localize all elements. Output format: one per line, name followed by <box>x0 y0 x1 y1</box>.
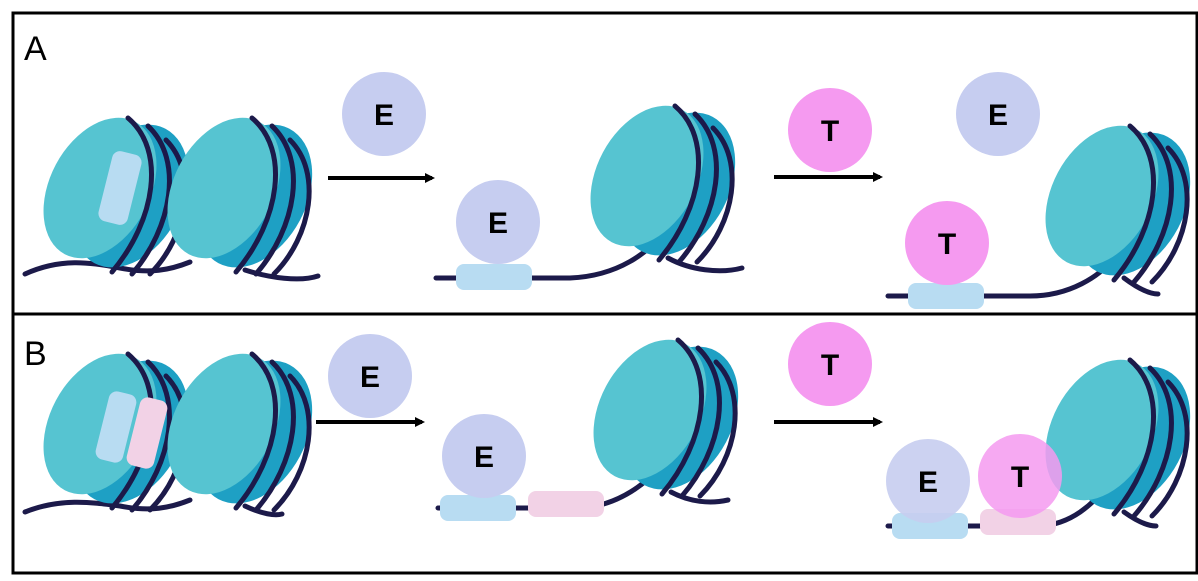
dna-tail <box>242 503 285 518</box>
dna-tail <box>665 255 745 274</box>
figure-border <box>11 11 1198 575</box>
linker-dna <box>22 497 193 515</box>
t-factor-label: T <box>1011 461 1029 494</box>
e-binding-site <box>440 495 516 521</box>
t-factor <box>788 88 872 172</box>
dna-tail <box>242 267 321 282</box>
nucleosome-pair-a <box>21 98 336 287</box>
t-factor <box>978 434 1062 518</box>
e-factor-label: E <box>360 361 380 394</box>
t-factor <box>788 322 872 406</box>
e-factor-label: E <box>488 207 508 240</box>
e-factor <box>328 334 412 418</box>
e-factor <box>342 72 426 156</box>
t-binding-site <box>980 509 1056 535</box>
e-factor <box>442 414 526 498</box>
dna-tail <box>668 489 731 505</box>
t-binding-site <box>528 491 604 517</box>
e-factor <box>456 180 540 264</box>
e-factor-label: E <box>474 441 494 474</box>
nucleosome <box>571 320 762 509</box>
t-binding-site <box>126 397 168 469</box>
dna-tail <box>1121 275 1161 297</box>
nucleosome-pair-b <box>21 334 336 523</box>
step-t-binding-a: T <box>774 88 883 182</box>
e-binding-site <box>95 391 137 463</box>
e-bound-state-a: E <box>433 86 759 290</box>
e-binding-site <box>892 513 968 539</box>
nucleosome <box>145 334 336 523</box>
e-factor-label: E <box>374 99 394 132</box>
e-binding-site <box>456 264 532 290</box>
t-factor-label: T <box>938 228 956 261</box>
e-bound-state-b: E <box>435 320 762 521</box>
dna-tail <box>1121 509 1159 529</box>
e-factor <box>886 439 970 523</box>
panel-b-label: B <box>24 335 47 373</box>
binding-site <box>908 283 984 309</box>
step-t-binding-b: T <box>774 322 883 427</box>
e-factor-label: E <box>988 99 1008 132</box>
t-factor <box>905 201 989 285</box>
t-factor-label: T <box>821 115 839 148</box>
step-e-binding-b: E <box>316 334 425 427</box>
e-factor-label: E <box>918 466 938 499</box>
nucleosome <box>568 86 759 275</box>
nucleosome <box>1023 106 1198 295</box>
linker-dna <box>22 259 193 277</box>
et-bound-state-b: E T <box>885 340 1198 539</box>
e-binding-site <box>98 151 142 225</box>
step-e-binding-a: E <box>328 72 435 183</box>
panel-b: B E E T <box>21 320 1198 539</box>
panel-a: A E E T <box>21 30 1198 309</box>
panel-a-label: A <box>24 30 47 68</box>
released-e-factor <box>956 72 1040 156</box>
t-factor-label: T <box>821 349 839 382</box>
t-bound-state-a: E T <box>885 72 1198 309</box>
nucleosome <box>145 98 336 287</box>
